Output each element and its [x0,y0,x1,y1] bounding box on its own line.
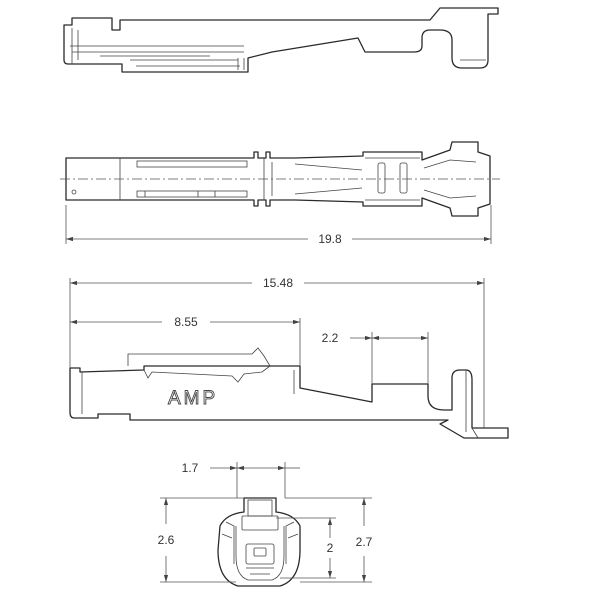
dim-end-height-right-label: 2.7 [356,535,373,549]
dim-end-width: 1.7 [182,461,300,498]
end-view [217,497,301,587]
detail-side-view: AMP [69,347,509,439]
amp-logo: AMP [168,388,218,409]
top-side-view [63,7,499,73]
dim-overall-length: 19.8 [65,205,492,246]
dim-body-length: 15.48 [69,276,485,428]
dim-end-height-left: 2.6 [158,497,244,583]
dim-end-height-right: 2.7 [285,497,373,583]
dim-crimp-length-label: 2.2 [322,331,339,345]
dim-body-length-label: 15.48 [263,276,293,290]
dim-crimp-length: 2.2 [322,331,429,384]
dim-end-inner-height-label: 2 [327,541,334,555]
dim-end-width-label: 1.7 [182,461,199,475]
dim-contact-length-label: 8.55 [174,315,198,329]
dim-end-inner-height: 2 [276,517,336,579]
dim-overall-length-label: 19.8 [318,232,342,246]
plan-view [60,141,500,217]
dim-end-height-left-label: 2.6 [158,533,175,547]
dim-contact-length: 8.55 [70,315,301,366]
